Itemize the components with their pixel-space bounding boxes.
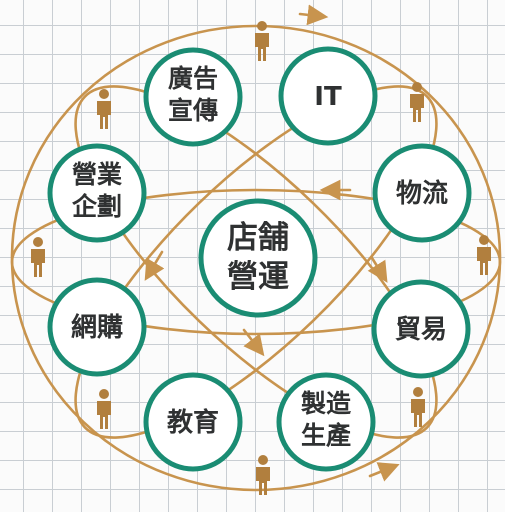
node-ad-line1: 廣告 <box>168 64 218 93</box>
person-icon <box>411 387 425 427</box>
person-icon <box>31 237 45 277</box>
person-icons <box>31 21 491 495</box>
node-logistics-line1: 物流 <box>396 179 448 209</box>
node-ecommerce: 網購 <box>47 277 147 377</box>
node-it-line1: IT <box>314 82 342 112</box>
person-icon <box>255 21 269 61</box>
node-trade-line1: 貿易 <box>395 315 447 345</box>
arrow-trade <box>367 256 388 283</box>
arrow-ecommerce <box>144 250 165 281</box>
diagonal-orbit-b <box>74 85 438 439</box>
node-ad: 廣告 宣傳 <box>143 47 243 147</box>
node-education: 教育 <box>143 372 243 472</box>
node-center-line2: 營運 <box>227 259 289 295</box>
person-icon <box>97 389 111 429</box>
node-manufacturing: 製造 生產 <box>276 372 376 472</box>
node-planning-line2: 企劃 <box>72 192 122 221</box>
node-ad-line2: 宣傳 <box>168 96 218 125</box>
person-icon <box>410 82 424 122</box>
person-icon <box>477 235 491 275</box>
person-icon <box>97 89 111 129</box>
node-planning-line1: 營業 <box>72 160 122 189</box>
node-education-line1: 教育 <box>167 407 219 438</box>
arrow-top <box>298 4 329 26</box>
node-ecommerce-line1: 網購 <box>71 312 123 343</box>
node-planning: 營業 企劃 <box>47 143 147 243</box>
node-center: 店舗 營運 <box>198 198 318 318</box>
arrow-bottom <box>368 462 400 482</box>
arrow-center <box>242 328 265 357</box>
diagonal-orbit-a <box>74 85 438 439</box>
person-icon <box>256 455 270 495</box>
orbit-lines <box>10 4 502 492</box>
node-trade: 貿易 <box>371 279 471 379</box>
node-center-line1: 店舗 <box>227 220 289 256</box>
node-manufacturing-line2: 生產 <box>301 421 351 450</box>
node-logistics: 物流 <box>372 143 472 243</box>
node-it: IT <box>278 46 378 146</box>
node-manufacturing-line1: 製造 <box>300 389 351 418</box>
